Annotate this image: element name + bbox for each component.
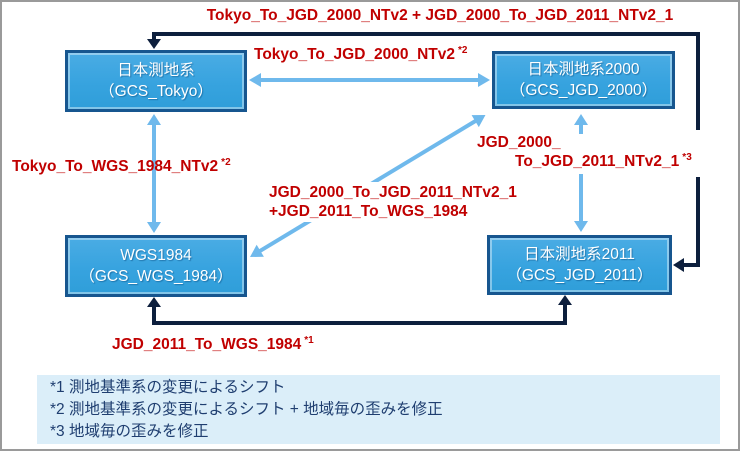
arrow-tokyo-jgd2000-shaft (260, 78, 479, 82)
label-jgd2000-to-jgd2011-line1: JGD_2000_ (477, 134, 561, 151)
label-text: Tokyo_To_WGS_1984_NTv2 (12, 158, 219, 175)
label-text: Tokyo_To_JGD_2000_NTv2 (254, 46, 456, 63)
label-tokyo-to-wgs1984: Tokyo_To_WGS_1984_NTv2*2 (12, 157, 231, 176)
top-connector-left-stub (152, 35, 156, 40)
node-code: （GCS_JGD_2000） (509, 82, 658, 99)
label-tokyo-to-jgd2000: Tokyo_To_JGD_2000_NTv2*2 (254, 45, 467, 64)
footnotes-panel: *1 測地基準系の変更によるシフト *2 測地基準系の変更によるシフト + 地域… (37, 375, 720, 444)
label-text-line2: +JGD_2011_To_WGS_1984 (269, 203, 468, 220)
node-code: （GCS_WGS_1984） (79, 268, 233, 285)
label-text-line1: JGD_2000_To_JGD_2011_NTv2_1 (269, 184, 517, 201)
footnote-ref: *2 (458, 45, 468, 56)
node-title: 日本測地系2000 (527, 61, 640, 78)
arrowhead-right-icon (478, 73, 490, 87)
node-gcs-tokyo: 日本測地系 （GCS_Tokyo） (65, 50, 247, 112)
footnote-3: *3 地域毎の歪みを修正 (50, 423, 209, 440)
right-connector-elbow-stub (684, 263, 698, 267)
arrowhead-up-icon (558, 295, 572, 305)
arrow-tokyo-wgs1984-shaft (152, 124, 156, 223)
arrowhead-left-icon (249, 73, 261, 87)
arrowhead-left-icon (673, 258, 684, 272)
node-code: （GCS_JGD_2011） (506, 267, 653, 284)
right-connector-lower-line (696, 177, 700, 267)
label-jgd2000-to-jgd2011-line2: To_JGD_2011_NTv2_1*3 (515, 152, 692, 171)
bottom-connector-left-stub (152, 307, 156, 323)
arrowhead-up-icon (147, 114, 161, 125)
arrowhead-right-icon (471, 108, 490, 128)
label-text: To_JGD_2011_NTv2_1 (515, 153, 680, 170)
bottom-connector-right-stub (563, 305, 567, 323)
node-code: （GCS_Tokyo） (99, 83, 213, 100)
footnote-ref: *1 (304, 335, 314, 346)
right-connector-upper-line (696, 35, 700, 130)
label-jgd2011-to-wgs1984: JGD_2011_To_WGS_1984*1 (112, 335, 314, 354)
arrow-jgd2000-jgd2011-upper-shaft (579, 124, 583, 134)
arrowhead-up-icon (574, 114, 588, 125)
arrow-jgd2000-jgd2011-lower-shaft (579, 174, 583, 222)
label-diagonal-combined-transformation: JGD_2000_To_JGD_2011_NTv2_1 +JGD_2011_To… (267, 182, 519, 222)
footnote-2: *2 測地基準系の変更によるシフト + 地域毎の歪みを修正 (50, 401, 443, 418)
footnote-ref: *2 (221, 157, 231, 168)
node-title: 日本測地系2011 (524, 246, 635, 263)
arrowhead-down-icon (147, 222, 161, 233)
top-connector-horizontal-line (152, 32, 700, 36)
footnote-1: *1 測地基準系の変更によるシフト (50, 379, 286, 396)
node-gcs-jgd-2000: 日本測地系2000 （GCS_JGD_2000） (492, 51, 675, 109)
arrowhead-down-icon (147, 39, 161, 49)
footnote-ref: *3 (682, 152, 692, 163)
arrowhead-up-icon (147, 297, 161, 307)
label-text: JGD_2011_To_WGS_1984 (112, 336, 302, 353)
node-gcs-wgs-1984: WGS1984 （GCS_WGS_1984） (65, 235, 247, 297)
arrowhead-down-icon (574, 221, 588, 232)
node-title: WGS1984 (120, 247, 192, 264)
node-gcs-jgd-2011: 日本測地系2011 （GCS_JGD_2011） (487, 235, 672, 295)
bottom-connector-horizontal-line (152, 321, 567, 325)
label-top-combined-transformation: Tokyo_To_JGD_2000_NTv2 + JGD_2000_To_JGD… (206, 7, 674, 24)
node-title: 日本測地系 (117, 62, 195, 79)
